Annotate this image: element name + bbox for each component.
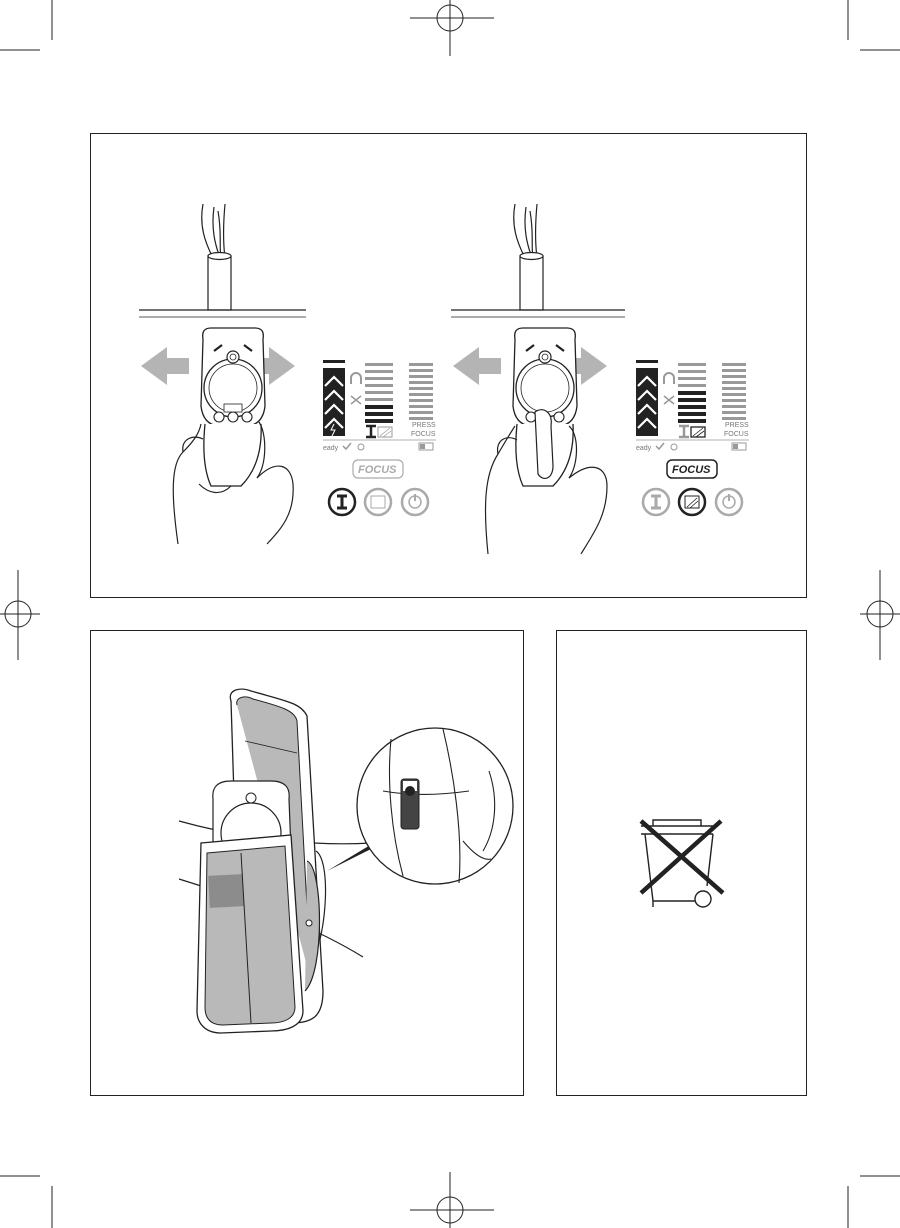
press-label: PRESS — [725, 422, 749, 429]
magnet-icon — [350, 372, 362, 384]
power-icon — [714, 487, 744, 517]
display-left: PRESS FOCUS eady — [323, 360, 436, 452]
wall-icon — [451, 309, 625, 318]
signal-bar-icon — [722, 363, 746, 420]
focus-button-label: FOCUS — [358, 464, 397, 476]
belt-clip-icon — [356, 727, 514, 885]
holster-icon — [196, 688, 324, 1034]
wall-icon — [139, 309, 306, 318]
wood-mode-icon — [677, 487, 707, 517]
display-right: PRESS FOCUS eady — [636, 360, 749, 452]
arrow-left-icon — [141, 347, 189, 385]
ac-voltage-icon — [323, 360, 345, 437]
signal-bar-icon — [678, 363, 706, 423]
ready-label: eady — [636, 445, 652, 452]
cable-icon — [513, 203, 544, 311]
metal-mode-icon — [641, 487, 671, 517]
magnet-icon — [663, 372, 675, 384]
left-scene — [139, 203, 306, 545]
wood-mode-icon — [363, 487, 393, 517]
focus-icon: FOCUS — [666, 459, 718, 479]
wood-icon — [350, 395, 362, 405]
mode-buttons-right — [641, 487, 744, 517]
ready-label: eady — [323, 445, 339, 452]
focus-small-label: FOCUS — [411, 431, 436, 438]
power-icon — [400, 487, 430, 517]
scan-illustration: PRESS FOCUS eady FOCUS — [139, 203, 749, 555]
metal-mode-icon — [327, 487, 357, 517]
hand-icon — [172, 421, 294, 545]
focus-small-label: FOCUS — [724, 431, 749, 438]
power-icon — [670, 443, 678, 451]
disposal-panel — [556, 630, 807, 1096]
cable-icon — [201, 203, 232, 311]
scan-panel: PRESS FOCUS eady FOCUS — [90, 133, 807, 598]
holster-panel — [90, 630, 524, 1096]
ac-voltage-icon — [636, 360, 658, 436]
weee-bin-icon — [639, 819, 725, 908]
press-label: PRESS — [412, 422, 436, 429]
metal-mode-icon — [679, 424, 689, 439]
right-scene — [451, 203, 625, 555]
arrow-left-icon — [453, 347, 501, 385]
mode-buttons-left — [327, 487, 430, 517]
wood-mode-icon — [690, 426, 706, 438]
signal-bar-icon — [409, 363, 433, 420]
wood-mode-icon — [377, 426, 393, 438]
battery-icon — [418, 442, 434, 451]
signal-bar-icon — [365, 363, 393, 423]
wood-icon — [663, 395, 675, 405]
metal-mode-icon — [366, 424, 376, 439]
power-icon — [357, 443, 365, 451]
focus-button-label: FOCUS — [672, 464, 711, 476]
focus-icon: FOCUS — [352, 459, 404, 479]
battery-icon — [731, 442, 747, 451]
holster-illustration — [178, 688, 514, 1034]
hand-icon — [484, 409, 608, 555]
meter-icon — [199, 326, 267, 488]
